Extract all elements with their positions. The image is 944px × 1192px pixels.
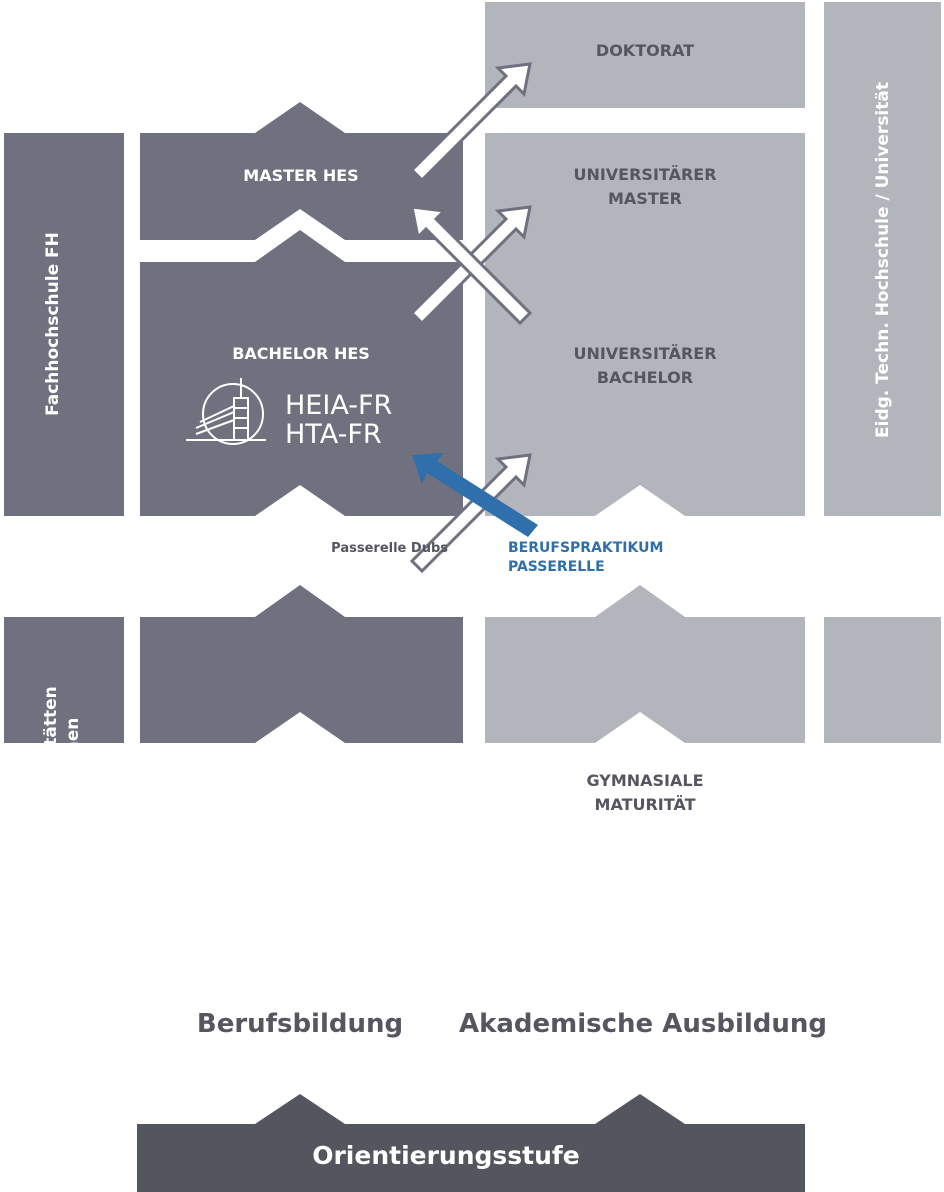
side-bar-fachhochschule [4,133,124,516]
column-label-akademische: Akademische Ausbildung [459,1009,827,1039]
gym-label-1: GYMNASIALE [586,771,703,790]
side-label-lehre-2: oder Unternehmen [63,718,83,899]
heia-fr-logo: HEIA-FR HTA-FR [186,378,392,450]
orientierungsstufe-label: Orientierungsstufe [312,1141,580,1170]
block-orientierungsstufe [137,1094,805,1192]
block-gymnasiale [485,585,805,743]
uni-master-label-1: UNIVERSITÄRER [573,165,716,184]
block-master-hes [140,102,463,240]
side-bar-eth [824,2,941,516]
uni-master-label-2: MASTER [608,189,682,208]
logo-line-1: HEIA-FR [285,390,392,421]
efz-label-2: BERUFSMATURITÄT [215,765,387,784]
gym-label-2: MATURITÄT [595,795,696,814]
block-doktorat [485,2,805,108]
berufspraktikum-label-1: BERUFSPRAKTIKUM [508,540,663,556]
logo-line-2: HTA-FR [285,419,382,450]
block-bachelor-hes [140,230,463,516]
doktorat-label: DOKTORAT [596,41,694,60]
side-label-gymnasium: Gymnasium [873,752,893,864]
building-tower-icon [186,378,266,445]
bachelor-hes-label: BACHELOR HES [232,344,370,363]
passerelle-dubs-label: Passerelle Dubs [331,541,448,556]
side-bar-gymnasium [824,617,941,743]
efz-label-1: EFZ + [275,741,327,760]
uni-bachelor-label-1: UNIVERSITÄRER [573,344,716,363]
berufspraktikum-label-2: PASSERELLE [508,559,605,575]
master-hes-label: MASTER HES [243,166,358,185]
side-label-lehre-1: Lehre in Lehrwerkstätten [41,686,61,930]
side-label-fachhochschule: Fachhochschule FH [43,232,63,416]
column-label-berufsbildung: Berufsbildung [197,1009,403,1039]
block-efz [140,585,463,743]
uni-bachelor-label-2: BACHELOR [597,368,693,387]
block-uni-master-bachelor [485,133,805,516]
arrow-berufspraktikum [412,453,538,537]
side-bar-lehre-extend [4,617,124,743]
side-label-eth: Eidg. Techn. Hochschule / Universität [873,82,893,438]
